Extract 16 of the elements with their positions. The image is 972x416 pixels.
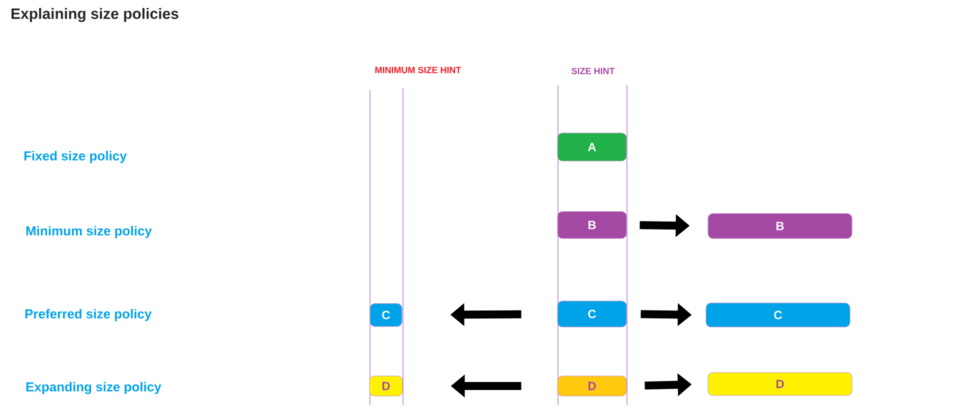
- widget-bar: B: [557, 211, 627, 239]
- title: Explaining size policies: [12, 8, 178, 22]
- column-heading: SIZE HINT: [572, 68, 615, 74]
- policy-label: Preferred size policy: [25, 308, 152, 322]
- widget-bar: D: [557, 376, 627, 396]
- widget-bar: C: [706, 302, 850, 328]
- widget-bar: D: [369, 376, 403, 396]
- policy-label: Minimum size policy: [26, 226, 152, 238]
- policy-label: Expanding size policy: [26, 382, 162, 394]
- widget-bar: B: [708, 213, 852, 239]
- column-heading: MINIMUM SIZE HINT: [375, 66, 462, 74]
- policy-label: Fixed size policy: [24, 150, 127, 164]
- widget-bar: A: [557, 132, 627, 162]
- widget-bar: C: [370, 303, 402, 327]
- widget-bar: D: [708, 372, 852, 396]
- widget-bar: C: [557, 300, 627, 328]
